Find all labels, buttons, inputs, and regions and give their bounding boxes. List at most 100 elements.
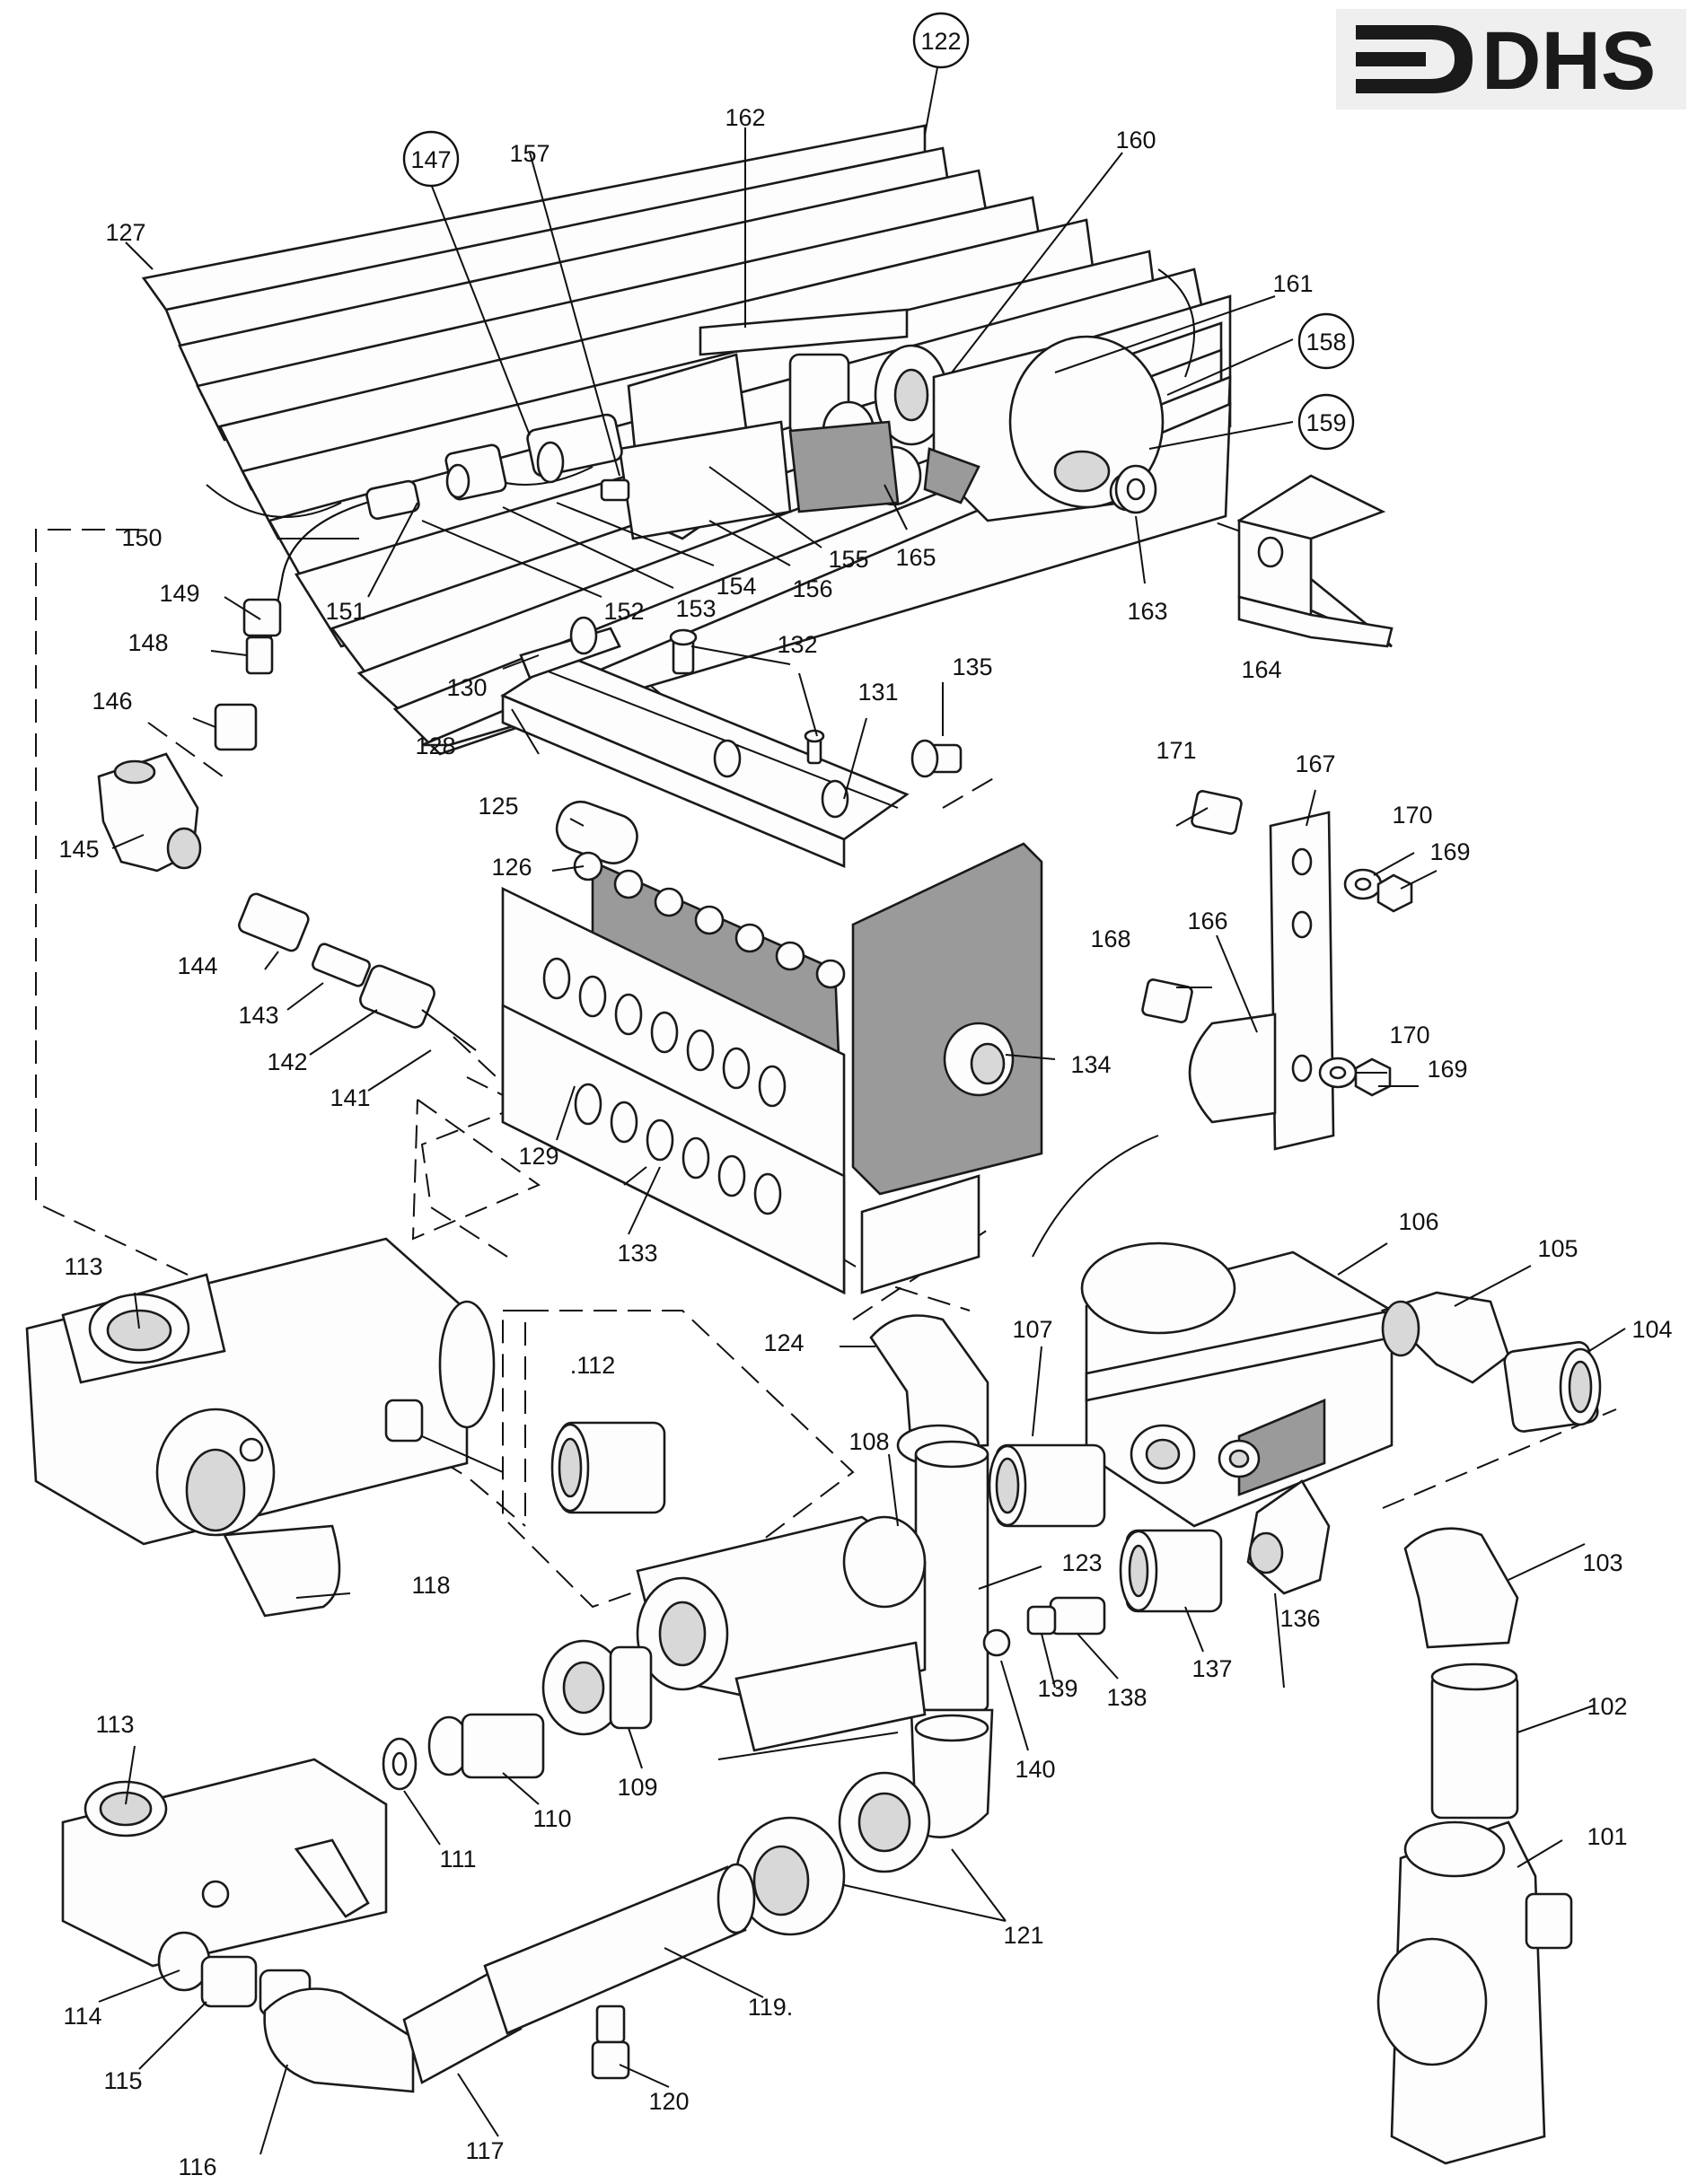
- gas-valve-113-lower: [61, 1758, 388, 1968]
- elbow-105: [1380, 1291, 1510, 1384]
- part-label-159: 159: [1306, 409, 1346, 436]
- part-label-106: 106: [1398, 1208, 1438, 1235]
- part-label-164: 164: [1241, 656, 1281, 683]
- ring-159: [1297, 393, 1355, 451]
- part-label-116: 116: [178, 2153, 216, 2180]
- gas-valve-106: [1080, 1241, 1394, 1528]
- ring-147: [402, 130, 460, 188]
- part-label-143: 143: [238, 1002, 278, 1029]
- part-label-141: 141: [330, 1084, 370, 1111]
- isolating-valve-101: [1376, 1820, 1573, 2165]
- leader-lines: [98, 62, 1626, 2155]
- pipe-123: [914, 1440, 989, 1712]
- part-label-166: 166: [1187, 908, 1227, 934]
- part-label-142: 142: [267, 1048, 307, 1075]
- part-label-150: 150: [121, 524, 162, 551]
- part-label-126: 126: [491, 854, 532, 881]
- part-label-136: 136: [1279, 1605, 1320, 1632]
- part-label-149: 149: [159, 580, 199, 607]
- part-label-146: 146: [92, 688, 132, 715]
- part-label-117: 117: [465, 2137, 504, 2164]
- pilot-burner-assembly: [444, 308, 1165, 540]
- part-label-147: 147: [410, 146, 451, 173]
- part-label-115: 115: [103, 2067, 142, 2094]
- fitting-110: [427, 1713, 545, 1779]
- part-label-155: 155: [828, 546, 868, 573]
- part-label-107: 107: [1012, 1316, 1052, 1343]
- part-label-114: 114: [63, 2003, 101, 2030]
- burner-manifold: [500, 616, 1043, 1295]
- part-label-122: 122: [920, 28, 961, 55]
- part-label-151: 151: [325, 598, 365, 625]
- part-label-161: 161: [1272, 270, 1313, 297]
- elbow-121: [838, 1708, 994, 1873]
- part-labels: 101 102 103 104 105 106 107 108 109 110 …: [58, 28, 1672, 2180]
- part-label-104: 104: [1631, 1316, 1672, 1343]
- part-label-124: 124: [763, 1329, 804, 1356]
- part-label-101: 101: [1587, 1823, 1627, 1850]
- part-label-156: 156: [792, 575, 832, 602]
- part-label-108: 108: [848, 1428, 889, 1455]
- pipe-119: [483, 1863, 756, 2035]
- union-121: [734, 1816, 846, 1936]
- part-label-168: 168: [1090, 925, 1130, 952]
- part-label-169-lower: 169: [1427, 1056, 1467, 1083]
- part-label-145: 145: [58, 836, 99, 863]
- part-label-153: 153: [675, 595, 716, 622]
- washer-163: [1114, 464, 1157, 514]
- part-label-132: 132: [777, 631, 817, 658]
- part-label-171: 171: [1156, 737, 1196, 764]
- part-label-134: 134: [1070, 1051, 1111, 1078]
- governor-108: [636, 1515, 1011, 1760]
- logo-text: DHS: [1482, 15, 1656, 107]
- nipple-107: [988, 1443, 1106, 1528]
- part-label-139: 139: [1037, 1675, 1077, 1702]
- part-label-109: 109: [617, 1774, 657, 1801]
- part-label-163: 163: [1127, 598, 1167, 625]
- part-label-144: 144: [177, 952, 217, 979]
- fitting-137: [1119, 1529, 1223, 1613]
- part-label-154: 154: [716, 573, 756, 600]
- nut-109: [541, 1639, 653, 1736]
- part-label-113-lower: 113: [95, 1711, 134, 1738]
- part-label-158: 158: [1306, 329, 1346, 355]
- part-label-118: 118: [411, 1572, 450, 1599]
- part-label-140: 140: [1015, 1756, 1055, 1783]
- part-label-160: 160: [1115, 127, 1156, 153]
- part-label-105: 105: [1537, 1235, 1578, 1262]
- part-label-165: 165: [895, 544, 936, 571]
- dhs-logo: DHS: [1336, 9, 1686, 110]
- part-label-137: 137: [1191, 1655, 1232, 1682]
- grease-nipple-120: [591, 2004, 630, 2080]
- part-label-167: 167: [1295, 750, 1335, 777]
- part-label-129: 129: [518, 1143, 558, 1170]
- part-label-138: 138: [1106, 1684, 1147, 1711]
- part-label-102: 102: [1587, 1693, 1627, 1720]
- ring-158: [1297, 312, 1355, 370]
- nipple-112: [550, 1421, 666, 1514]
- fittings-114-115: [157, 1931, 312, 2017]
- fitting-138: [1049, 1596, 1106, 1636]
- part-label-152: 152: [603, 598, 644, 625]
- part-label-135: 135: [952, 653, 992, 680]
- part-label-128: 128: [415, 732, 455, 759]
- part-label-103: 103: [1582, 1549, 1622, 1576]
- gas-valve-113-upper: [25, 1237, 504, 1618]
- part-label-127: 127: [105, 219, 145, 246]
- part-label-169-upper: 169: [1429, 838, 1470, 865]
- part-label-133: 133: [617, 1240, 657, 1267]
- part-label-111: 111: [439, 1846, 476, 1873]
- bracket-164: [1236, 474, 1394, 648]
- part-label-131: 131: [857, 679, 898, 706]
- washer-111: [382, 1737, 418, 1791]
- thermocouple-tube: [97, 479, 420, 873]
- nipple-102: [1430, 1662, 1519, 1820]
- part-label-162: 162: [725, 104, 765, 131]
- part-label-157: 157: [509, 140, 550, 167]
- part-label-112: .112: [570, 1352, 616, 1379]
- pilot-supply-fittings: [238, 892, 477, 1051]
- part-label-170-upper: 170: [1392, 802, 1432, 829]
- part-label-113-upper: 113: [64, 1253, 102, 1280]
- nipple-139: [1026, 1605, 1057, 1636]
